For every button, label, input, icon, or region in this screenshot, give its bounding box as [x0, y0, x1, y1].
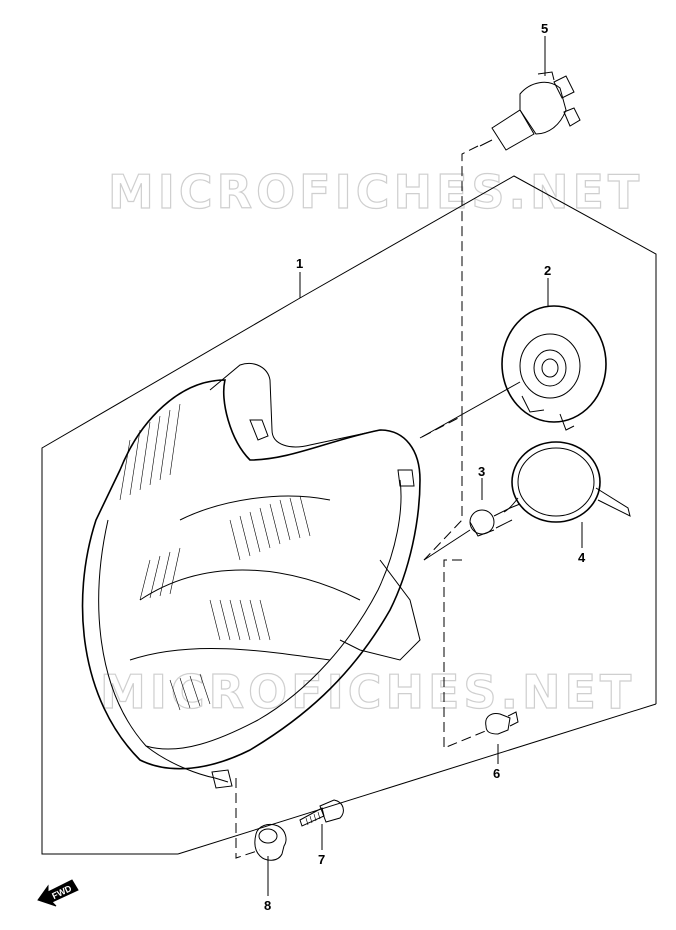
headlight-bulb [479, 71, 581, 151]
watermark-top: MICROFICHES.NET [108, 165, 643, 219]
headlamp-housing [81, 363, 421, 789]
position-bulb [485, 711, 519, 735]
watermark-bottom: MICROFICHES.NET [100, 665, 635, 719]
assembly-frame [41, 175, 657, 855]
callout-6: 6 [493, 766, 500, 781]
bulb-socket [469, 503, 521, 537]
wiring-harness [503, 441, 631, 523]
forward-direction-arrow: FWD [37, 879, 79, 907]
callout-3: 3 [478, 464, 485, 479]
reflector-hatching [119, 403, 311, 711]
grommet [254, 823, 287, 861]
socket-cover [501, 305, 607, 431]
leader-lines [267, 36, 583, 896]
callout-1: 1 [296, 256, 303, 271]
callout-4: 4 [578, 550, 586, 565]
callout-2: 2 [544, 263, 551, 278]
callout-8: 8 [264, 898, 271, 913]
callout-7: 7 [318, 852, 325, 867]
callout-5: 5 [541, 21, 548, 36]
alignment-lines [235, 145, 521, 859]
screw [299, 799, 344, 827]
